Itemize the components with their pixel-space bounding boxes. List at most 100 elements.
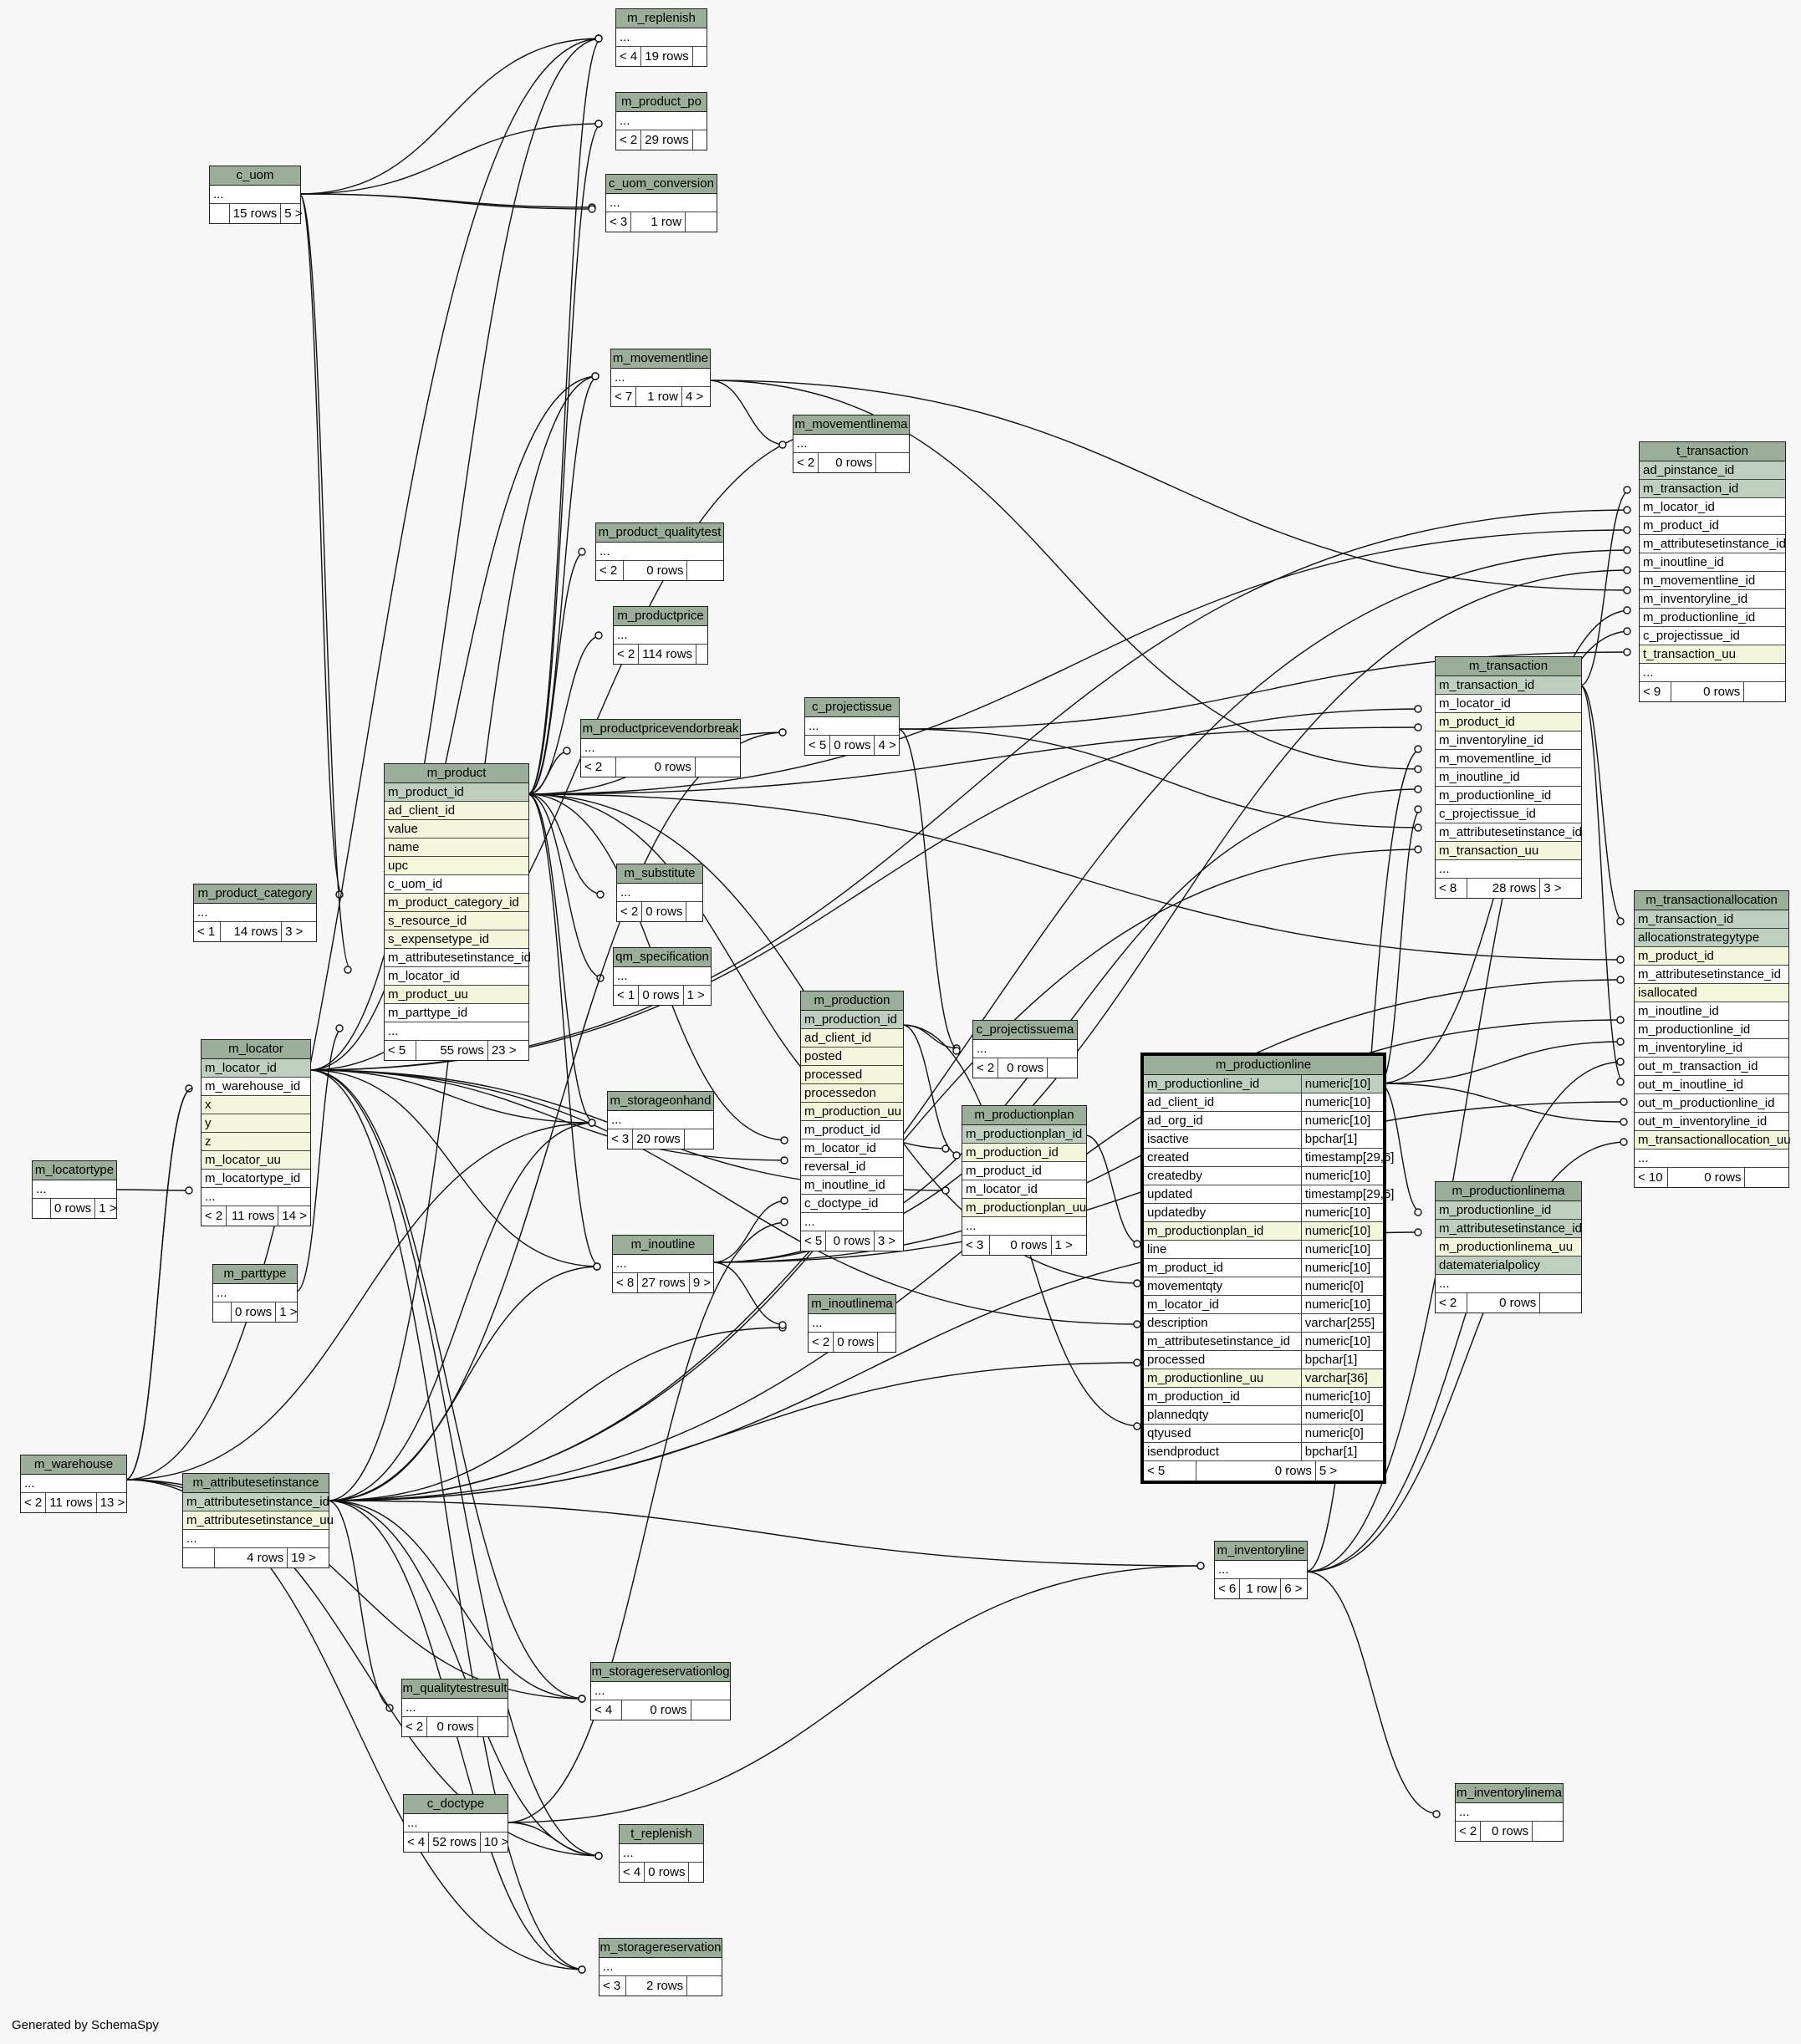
table-m-productionplan[interactable]: m_productionplan m_productionplan_id m_p… (962, 1105, 1087, 1256)
column-row: m_product_id (962, 1162, 1086, 1180)
table-m-transactionallocation[interactable]: m_transactionallocation m_transaction_id… (1634, 890, 1791, 1188)
crowfoot-marker (778, 728, 787, 737)
column-row: m_product_id (1436, 713, 1581, 731)
column-row: m_productionline_id (1635, 1021, 1788, 1039)
column-row: ... (793, 435, 909, 453)
crowfoot-marker (1623, 486, 1631, 494)
relationship-line (1305, 1061, 1625, 1573)
table-m-production[interactable]: m_production m_production_id ad_client_i… (800, 991, 904, 1251)
relationship-line (527, 793, 596, 1124)
relationship-line (327, 1266, 601, 1501)
relationship-line (708, 380, 1422, 770)
column-row: m_transaction_id (1635, 910, 1788, 929)
column-row: t_transaction_uu (1640, 645, 1785, 664)
relationship-line (327, 1500, 394, 1709)
table-t-transaction[interactable]: t_transaction ad_pinstance_id m_transact… (1639, 441, 1786, 702)
column-row: ... (614, 626, 707, 645)
table-title: m_product (385, 764, 528, 783)
crowfoot-marker (593, 1262, 601, 1271)
column-row: ... (613, 1255, 713, 1273)
column-row: ad_pinstance_id (1640, 461, 1785, 480)
table-title: m_transaction (1436, 657, 1581, 676)
crowfoot-marker (1616, 1016, 1625, 1024)
column-row: ad_client_id (801, 1029, 903, 1047)
column-row: m_parttype_id (385, 1004, 528, 1022)
crowfoot-marker (952, 1151, 961, 1160)
column-row: ... (1640, 664, 1785, 682)
relationship-line (327, 1500, 1205, 1567)
crowfoot-marker (1616, 956, 1625, 964)
table-m-productionlinema[interactable]: m_productionlinema m_productionline_id m… (1435, 1181, 1582, 1313)
column-row: ... (620, 1844, 703, 1863)
crowfoot-marker (1623, 648, 1631, 656)
relationship-line (309, 38, 603, 1071)
relationship-line (298, 193, 344, 895)
table-m-locator[interactable]: m_locator m_locator_id m_warehouse_id x … (201, 1039, 311, 1226)
table-m-transaction[interactable]: m_transaction m_transaction_id m_locator… (1435, 656, 1582, 899)
column-row: m_production_uu (801, 1103, 903, 1121)
relationship-line (309, 1069, 1141, 1325)
table-title: m_locatortype (33, 1161, 116, 1180)
column-row: name (385, 838, 528, 857)
relationship-line (125, 38, 603, 1481)
relationship-line (1305, 1141, 1628, 1573)
column-row: m_transaction_id (1436, 676, 1581, 695)
table-m-product[interactable]: m_product m_product_id ad_client_id valu… (384, 763, 531, 1061)
crowfoot-marker (344, 966, 352, 974)
column-row: ... (973, 1040, 1077, 1058)
relationship-line (327, 1122, 596, 1501)
column-row: ... (809, 1314, 895, 1333)
table-m-attributesetinstance[interactable]: m_attributesetinstance m_attributesetins… (182, 1473, 334, 1568)
column-row: m_product_id (801, 1121, 903, 1139)
crowfoot-marker (780, 1196, 788, 1205)
relationship-line (708, 380, 1631, 591)
relationship-line (298, 123, 603, 195)
relationship-line (1379, 808, 1422, 1084)
crowfoot-marker (594, 1852, 603, 1860)
column-row: ... (1456, 1803, 1563, 1822)
crowfoot-marker (185, 1186, 193, 1195)
column-row: ... (606, 194, 717, 212)
table-title: m_movementline (611, 349, 710, 369)
